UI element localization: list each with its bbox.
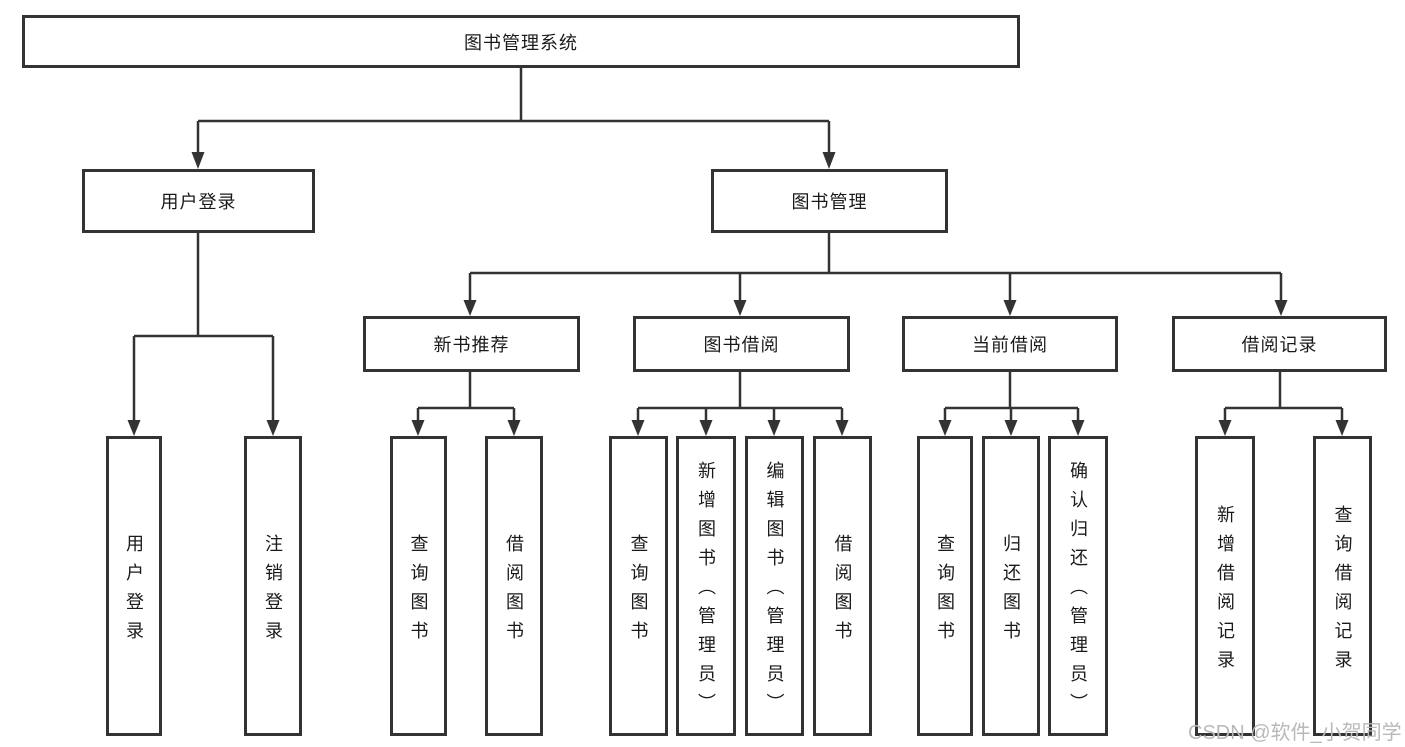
leaf-query-book-borrow: 查询图书 (609, 436, 668, 736)
node-label: 借阅记录 (1241, 335, 1318, 355)
leaf-query-borrow-record: 查询借阅记录 (1313, 436, 1372, 736)
node-label: 新书推荐 (433, 335, 510, 355)
node-label: 查询图书 (408, 533, 429, 650)
node-label: 借阅图书 (504, 533, 524, 650)
node-current-borrow: 当前借阅 (902, 316, 1118, 372)
node-label: 用户登录 (124, 533, 144, 650)
leaf-query-book-current: 查询图书 (917, 436, 973, 736)
node-label: 用户登录 (160, 192, 237, 212)
leaf-confirm-return-admin: 确认归还（管理员） (1048, 436, 1108, 736)
node-label: 注销登录 (263, 533, 283, 650)
leaf-borrow-book-recommend: 借阅图书 (485, 436, 543, 736)
node-label: 查询借阅记录 (1332, 504, 1353, 679)
leaf-return-book: 归还图书 (982, 436, 1040, 736)
leaf-logout: 注销登录 (244, 436, 302, 736)
csdn-watermark: CSDN @软件_小贺同学 (1188, 722, 1402, 744)
node-new-book-recommend: 新书推荐 (363, 316, 580, 372)
node-root-system: 图书管理系统 (22, 15, 1020, 68)
node-user-login: 用户登录 (82, 169, 315, 233)
node-label: 归还图书 (1001, 533, 1021, 650)
node-label: 图书管理 (791, 192, 868, 212)
node-label: 当前借阅 (972, 335, 1048, 355)
node-label: 图书借阅 (703, 335, 780, 355)
node-label: 查询图书 (935, 533, 955, 650)
leaf-user-login: 用户登录 (106, 436, 162, 736)
node-label: 查询图书 (628, 533, 649, 650)
node-label: 借阅图书 (832, 533, 853, 650)
leaf-add-borrow-record: 新增借阅记录 (1195, 436, 1255, 736)
node-book-borrow: 图书借阅 (633, 316, 850, 372)
node-book-management: 图书管理 (711, 169, 948, 233)
node-borrow-record: 借阅记录 (1172, 316, 1387, 372)
node-label: 编辑图书（管理员） (764, 461, 785, 722)
node-label: 新增图书（管理员） (696, 461, 716, 722)
leaf-query-book-recommend: 查询图书 (390, 436, 447, 736)
node-label: 确认归还（管理员） (1068, 461, 1088, 722)
node-label: 图书管理系统 (464, 32, 578, 53)
node-label: 新增借阅记录 (1215, 504, 1235, 679)
leaf-edit-book-admin: 编辑图书（管理员） (745, 436, 804, 736)
leaf-borrow-book: 借阅图书 (813, 436, 872, 736)
leaf-add-book-admin: 新增图书（管理员） (676, 436, 736, 736)
